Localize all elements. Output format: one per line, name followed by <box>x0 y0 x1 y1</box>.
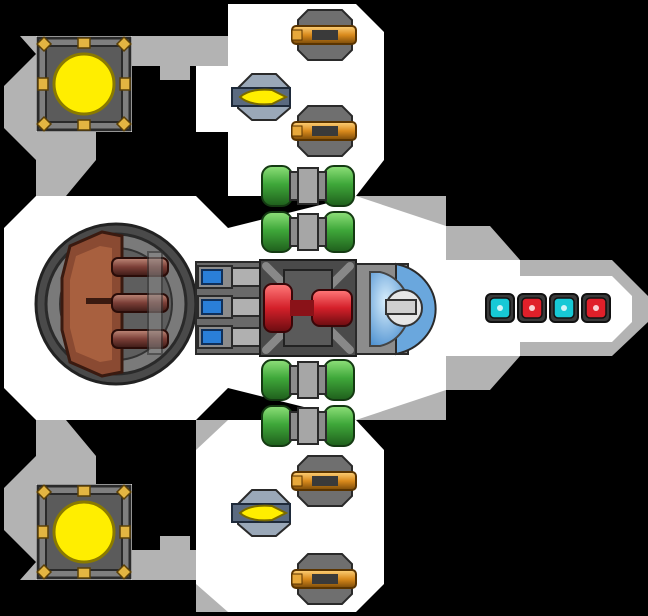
bolt-icon <box>35 35 53 53</box>
cockpit-dome[interactable] <box>355 262 437 356</box>
reactor-core-icon <box>52 52 116 116</box>
reactor-core-icon <box>52 500 116 564</box>
fuel-tank-2[interactable] <box>261 211 355 253</box>
bolt-icon <box>35 115 53 133</box>
main-turret[interactable] <box>34 222 198 386</box>
bolt-icon <box>115 483 133 501</box>
turret-icon <box>60 230 169 378</box>
missile-icon <box>238 504 289 522</box>
cannon-bottom-1[interactable] <box>291 455 357 507</box>
fuel-tank-1[interactable] <box>261 165 355 207</box>
missile-launcher-bottom[interactable] <box>231 489 291 537</box>
tank-icon <box>261 211 293 253</box>
nav-light-4[interactable] <box>581 293 611 323</box>
nav-light-1[interactable] <box>485 293 515 323</box>
reactor-bottom[interactable] <box>35 483 133 581</box>
bolt-icon <box>35 563 53 581</box>
engine-core[interactable] <box>259 259 357 357</box>
thruster-icon <box>197 325 261 349</box>
missile-icon <box>238 88 289 106</box>
corridor-inlays <box>196 66 228 100</box>
tank-icon <box>261 165 293 207</box>
thruster-bank[interactable] <box>195 261 263 355</box>
missile-launcher-top[interactable] <box>231 73 291 121</box>
reactor-top[interactable] <box>35 35 133 133</box>
cannon-top-2[interactable] <box>291 105 357 157</box>
fuel-tank-3[interactable] <box>261 359 355 401</box>
engine-core-icon <box>263 283 353 333</box>
thruster-icon <box>197 265 261 289</box>
tank-icon <box>261 359 293 401</box>
cannon-bottom-2[interactable] <box>291 553 357 605</box>
bolt-icon <box>115 115 133 133</box>
bolt-icon <box>115 35 133 53</box>
nav-light-2[interactable] <box>517 293 547 323</box>
fuel-tank-4[interactable] <box>261 405 355 447</box>
bolt-icon <box>35 483 53 501</box>
tank-icon <box>261 405 293 447</box>
thruster-icon <box>197 295 261 319</box>
cannon-top-1[interactable] <box>291 9 357 61</box>
nav-light-3[interactable] <box>549 293 579 323</box>
bolt-icon <box>115 563 133 581</box>
